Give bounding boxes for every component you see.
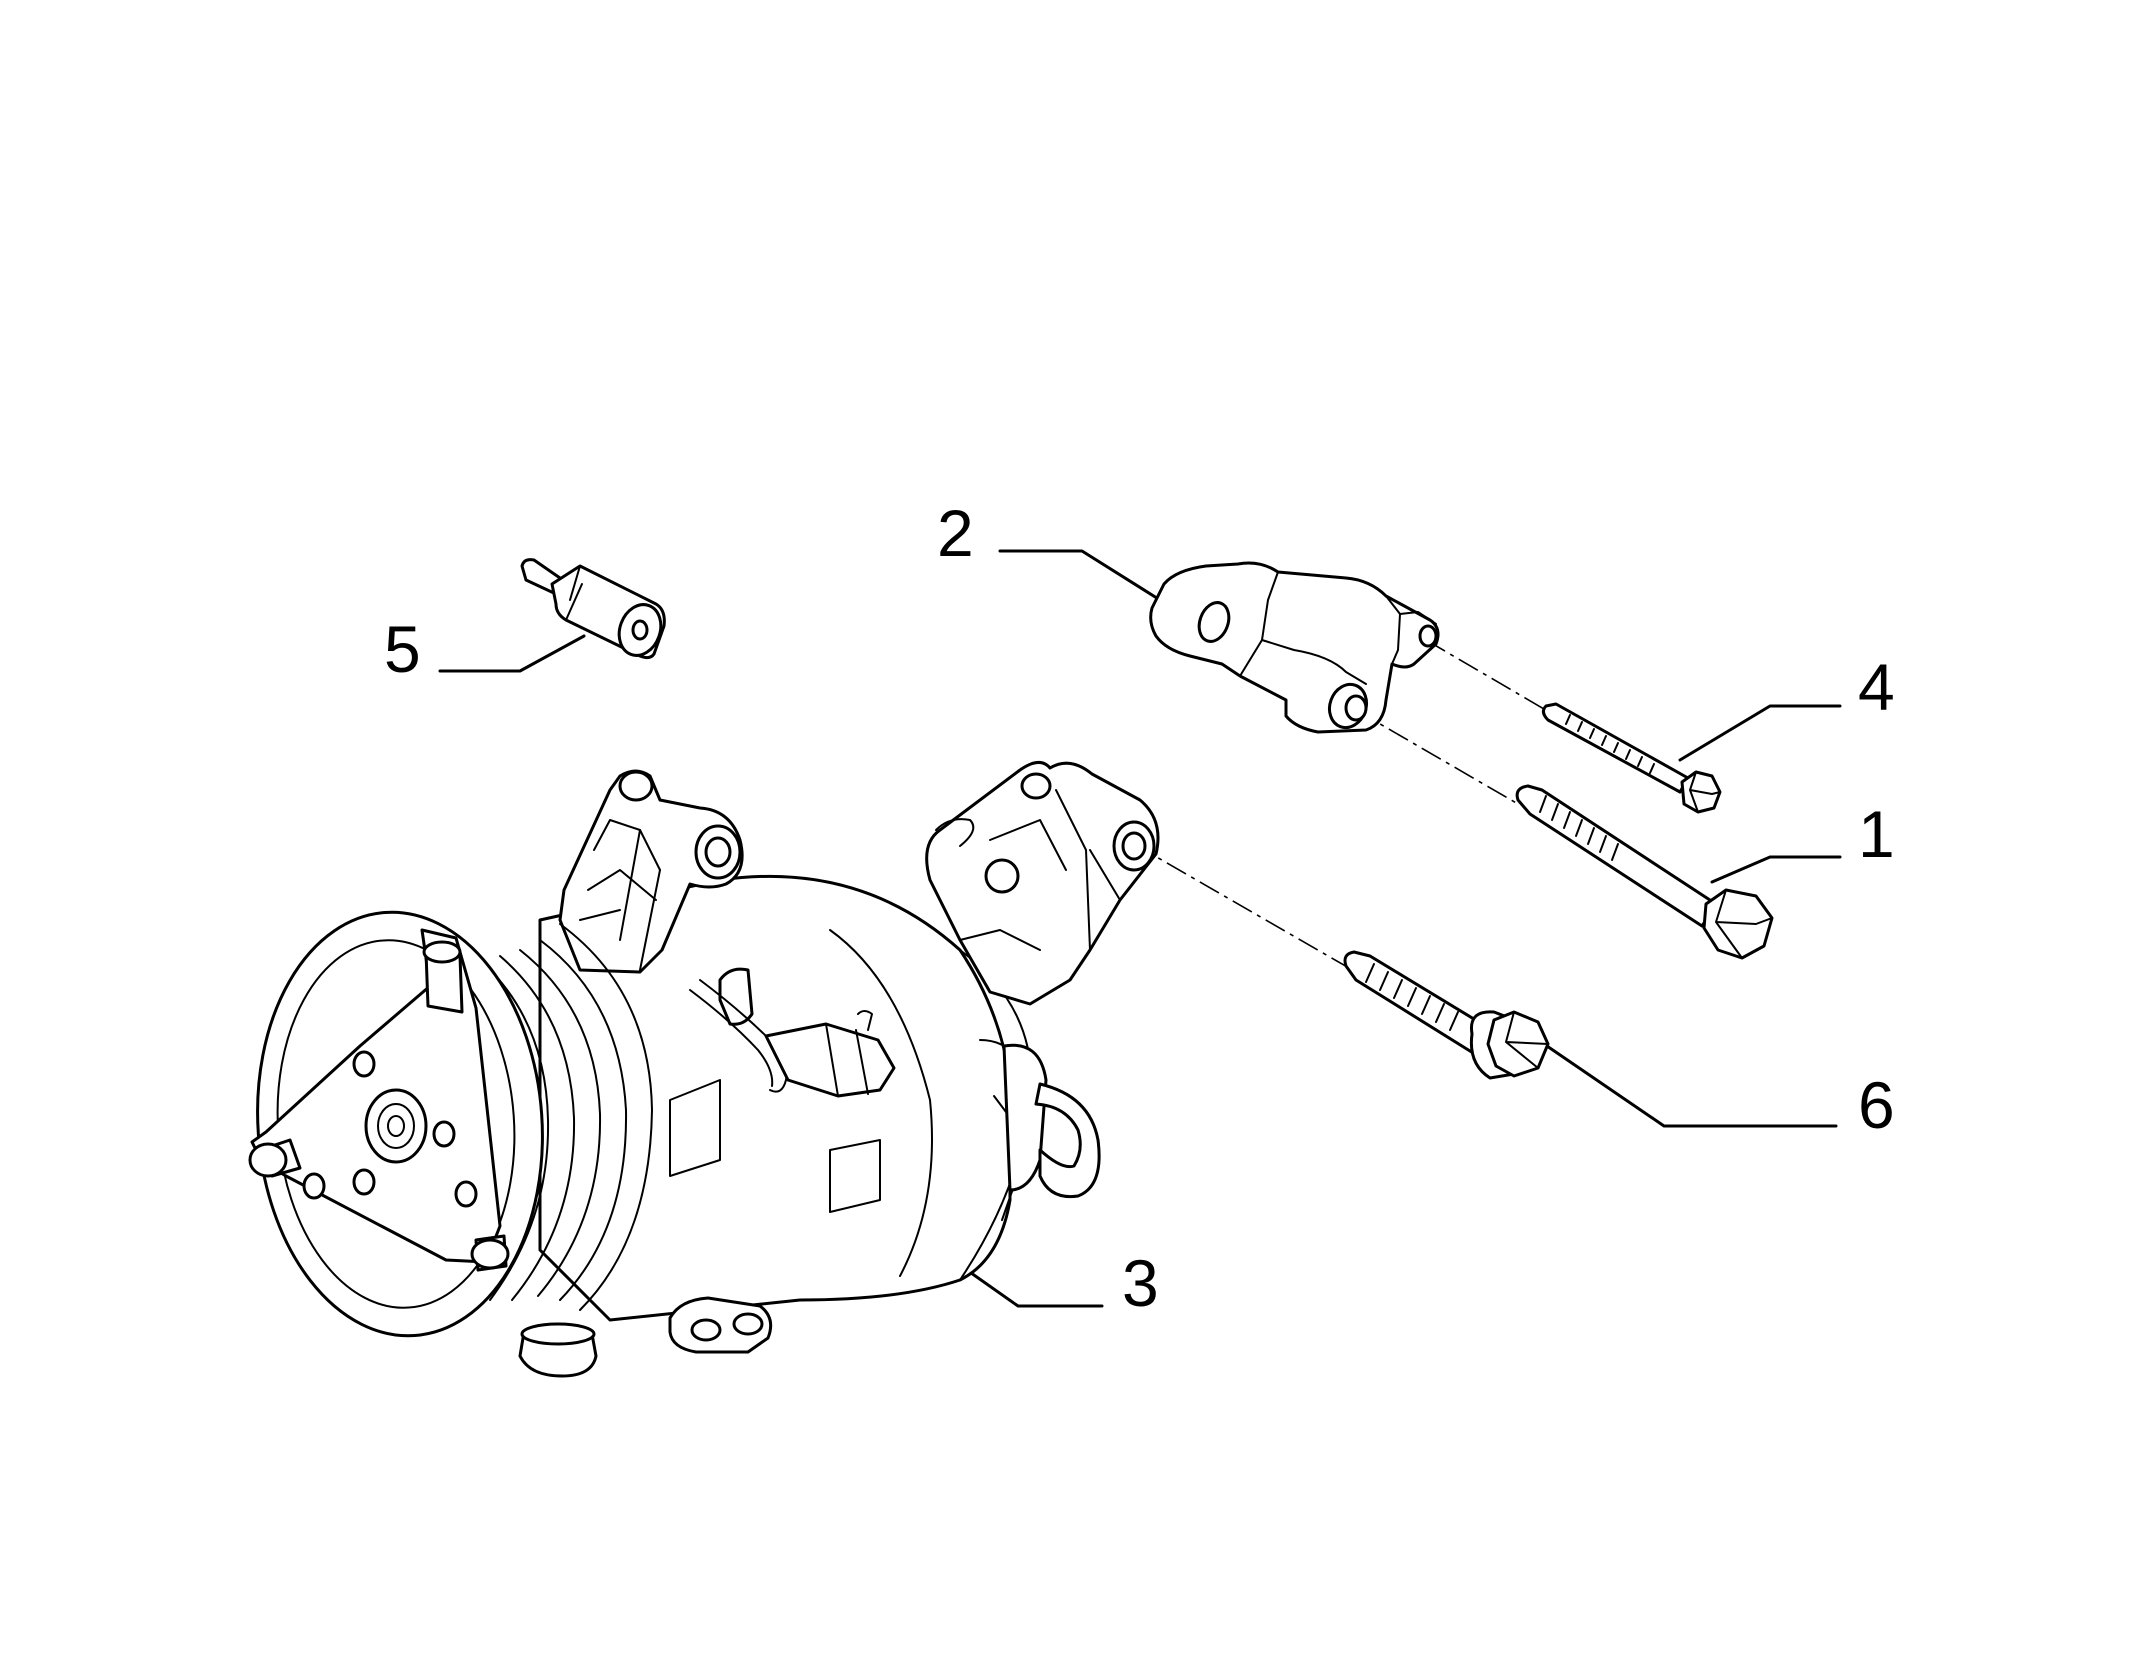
leader-line-5 (438, 634, 586, 673)
callout-label-4: 4 (1858, 650, 1895, 724)
axis-line-bolt-1 (1355, 709, 1519, 805)
axis-line-bolt-4 (1425, 639, 1557, 717)
bolt-part-4 (1541, 702, 1722, 814)
leader-line-1 (1710, 855, 1842, 884)
callout-label-3: 3 (1122, 1246, 1159, 1320)
assembly-axis-lines (1133, 639, 1557, 973)
leader-line-3 (962, 1266, 1104, 1308)
callout-label-1: 1 (1858, 797, 1895, 871)
callout-label-6: 6 (1858, 1068, 1895, 1142)
leader-lines (438, 549, 1842, 1308)
fitting-part-5 (520, 558, 666, 660)
bolt-part-6 (1343, 950, 1550, 1080)
callout-label-2: 2 (937, 496, 974, 570)
leader-line-6 (1542, 1042, 1838, 1128)
leader-line-4 (1678, 704, 1842, 762)
bolt-part-1 (1515, 784, 1774, 960)
compressor-part-3 (248, 761, 1160, 1378)
axis-line-bolt-6 (1133, 843, 1357, 973)
leader-line-2 (998, 549, 1162, 602)
bracket-part-2 (1149, 561, 1440, 734)
callout-label-5: 5 (384, 612, 421, 686)
